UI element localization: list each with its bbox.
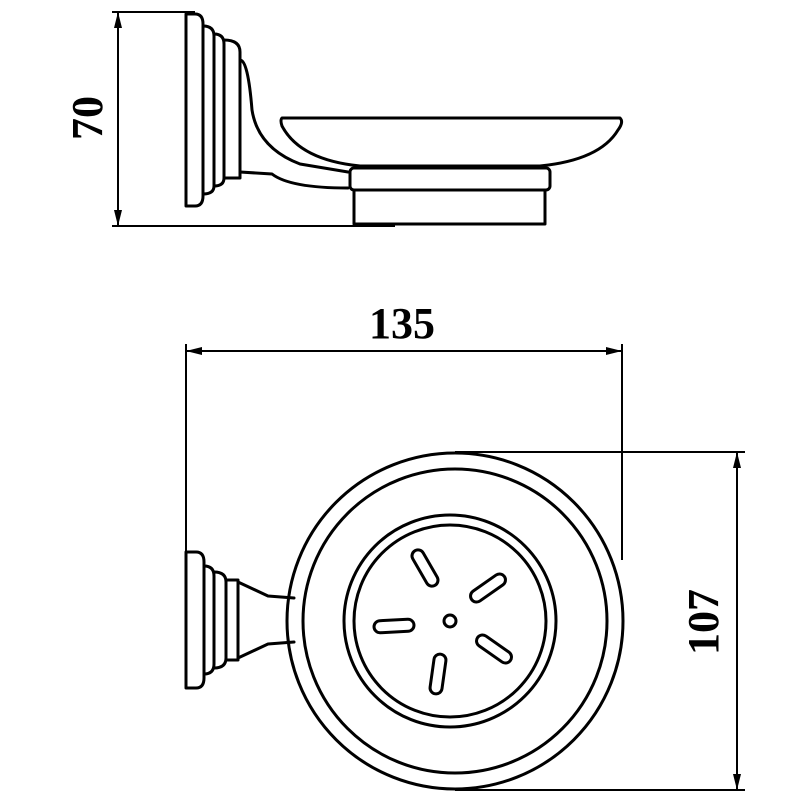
width-dimension-label: 135 (369, 299, 435, 348)
top-dish (285, 451, 625, 791)
side-dish (279, 116, 624, 226)
diameter-dimension: 107 (455, 451, 745, 791)
top-view: 135 107 (184, 299, 745, 791)
top-arm (236, 580, 296, 660)
side-arm (238, 58, 350, 190)
drain-slots (372, 548, 513, 696)
center-drain-hole (442, 613, 458, 629)
height-dimension: 70 (63, 11, 395, 227)
width-dimension: 135 (185, 299, 623, 560)
top-wall-plate (184, 550, 240, 690)
side-wall-plate (184, 12, 242, 208)
side-view: 70 (63, 11, 624, 227)
height-dimension-label: 70 (63, 96, 112, 140)
diameter-dimension-label: 107 (679, 589, 728, 655)
